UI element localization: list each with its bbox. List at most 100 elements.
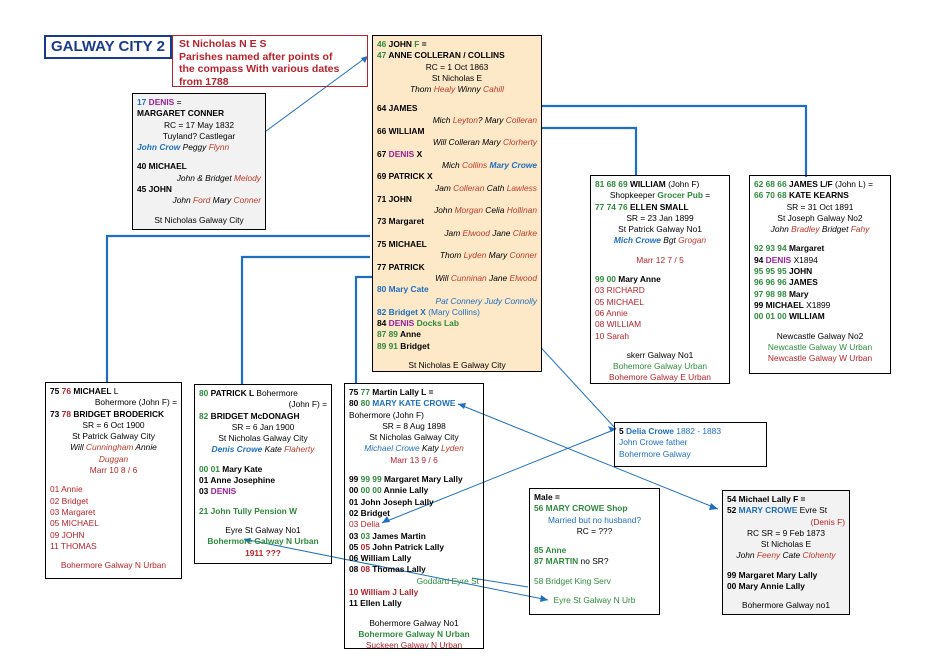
line-text: 77 xyxy=(360,387,370,397)
line-text: Newcastle Galway W Urban xyxy=(767,341,873,352)
box-line: 92 93 94 Margaret xyxy=(754,243,886,254)
box-line: 00 01 00 WILLIAM xyxy=(754,311,886,322)
line-text: SR = 6 Jan 1900 xyxy=(231,421,295,432)
line-text: 56 xyxy=(534,503,546,514)
box-line: Duggan xyxy=(50,454,177,465)
box-line: 45 JOHN xyxy=(137,184,261,195)
patrick-family-box: 80 PATRICK L Bohermore(John F) =82 BRIDG… xyxy=(194,384,332,564)
line-text: Melody xyxy=(234,172,261,183)
line-text: Mary xyxy=(486,250,510,261)
line-text: 11 THOMAS xyxy=(50,540,97,551)
box-line: (Denis F) xyxy=(727,517,845,528)
line-text: DENIS xyxy=(388,318,415,329)
line-text: 01 John Joseph Lally xyxy=(349,496,434,507)
line-text: 67 xyxy=(377,148,389,159)
box-line: St Nicholas E Galway City xyxy=(377,360,537,371)
box-line: 02 Bridget xyxy=(50,496,177,507)
box-line: Will Cunninan Jane Elwood xyxy=(377,273,537,284)
box-line xyxy=(199,498,327,506)
box-line: RC = ??? xyxy=(534,526,655,537)
line-text: = xyxy=(419,39,427,49)
box-line: 03 DENIS xyxy=(199,486,327,497)
line-text: Grocer Pub xyxy=(657,190,703,201)
line-text: John Crow xyxy=(137,142,181,153)
box-line: Michael Crowe Katy Lyden xyxy=(349,443,479,454)
box-line xyxy=(199,517,327,525)
box-line: RC = 1 Oct 1863 xyxy=(377,62,537,73)
line-text: John & Bridget xyxy=(176,172,234,183)
connector-patrick xyxy=(240,255,370,384)
line-text: Will xyxy=(70,442,86,453)
note-line: St Nicholas N E S xyxy=(179,38,267,50)
line-text: Clohenty xyxy=(802,550,836,561)
line-text: 00 00 xyxy=(360,485,382,496)
line-text: MICHAEL xyxy=(73,386,112,396)
line-text: Lyden xyxy=(441,443,464,454)
box-line: 84 DENIS Docks Lab xyxy=(377,318,537,329)
box-line: St Patrick Galway City xyxy=(50,431,177,442)
box-line: 10 Sarah xyxy=(595,331,725,342)
line-text: 62 68 66 xyxy=(754,179,789,189)
line-text: 78 xyxy=(61,408,74,419)
line-text: RC = 1 Oct 1863 xyxy=(425,61,489,72)
line-text: Lawless xyxy=(506,182,537,193)
note-line: Parishes named after points of xyxy=(179,50,333,63)
box-line: 00 Mary Annie Lally xyxy=(727,581,845,592)
line-text: Morgan xyxy=(454,205,483,216)
line-text: 64 JAMES xyxy=(377,103,418,114)
box-line: Marr 10 8 / 6 xyxy=(50,465,177,476)
line-text: 01 Annie xyxy=(50,484,83,495)
box-line: (John F) = xyxy=(199,399,327,410)
box-line: 17 DENIS = xyxy=(137,97,261,108)
line-text: Male = xyxy=(534,492,560,502)
line-text: ELLEN SMALL xyxy=(629,201,689,212)
line-text: Bohermore Galway N Urban xyxy=(60,560,167,571)
box-line: St Joseph Galway No2 xyxy=(754,213,886,224)
line-text: 66 WILLIAM xyxy=(377,126,425,137)
line-text: Conner xyxy=(233,195,261,206)
box-line: John Crowe father xyxy=(619,437,762,448)
line-text: 17 xyxy=(137,97,149,107)
line-text: Bohemore Galway E Urban xyxy=(609,372,711,383)
box-line: 97 98 98 Mary xyxy=(754,289,886,300)
line-text: KATE KEARNS xyxy=(788,190,849,201)
line-text: Michael Lally F = xyxy=(738,494,806,504)
box-line: Thom Healy Winny Cahill xyxy=(377,84,537,95)
line-text: Hollinan xyxy=(506,205,537,216)
line-text: 05 xyxy=(349,541,361,552)
box-line: 67 DENIS X xyxy=(377,149,537,160)
line-text: 03 Margaret xyxy=(50,506,96,517)
line-text: John xyxy=(736,550,757,561)
line-text: 03 Delia xyxy=(349,519,380,530)
line-text: Mary xyxy=(788,288,809,299)
line-text: Tuyland? Castlegar xyxy=(162,130,236,141)
line-text: Margaret xyxy=(788,243,825,254)
box-line: Bohermore Galway xyxy=(619,449,762,460)
line-text: JOHN xyxy=(388,39,415,49)
line-text: 85 Anne xyxy=(534,545,567,556)
box-line: 5 Delia Crowe 1882 - 1883 xyxy=(619,426,762,437)
line-text: Mich xyxy=(432,114,453,125)
line-text: 99 Margaret Mary Lally xyxy=(727,569,818,580)
line-text: 76 xyxy=(61,386,74,396)
box-line: SR = 23 Jan 1899 xyxy=(595,213,725,224)
line-text: 73 xyxy=(50,408,62,419)
box-line: 96 96 96 JAMES xyxy=(754,277,886,288)
line-text: Mary Anne xyxy=(618,274,661,285)
box-line xyxy=(349,610,479,618)
line-text: Cahill xyxy=(483,84,504,95)
box-line: 75 MICHAEL xyxy=(377,239,537,250)
line-text: John Crowe father xyxy=(619,437,688,448)
arrowhead xyxy=(709,503,718,510)
line-text: 84 xyxy=(377,318,389,329)
box-line: 94 DENIS X1894 xyxy=(754,255,886,266)
box-line: 52 MARY CROWE Evre St xyxy=(727,505,845,516)
line-text: RC = 17 May 1832 xyxy=(163,119,235,130)
box-line: 73 78 BRIDGET BRODERICK xyxy=(50,409,177,420)
box-line: John Feeny Cate Clohenty xyxy=(727,550,845,561)
line-text: Bridget xyxy=(400,340,430,351)
line-text: 40 MICHAEL xyxy=(137,161,187,172)
line-text: 94 xyxy=(754,254,766,265)
arrow-kate-lally xyxy=(457,403,719,510)
